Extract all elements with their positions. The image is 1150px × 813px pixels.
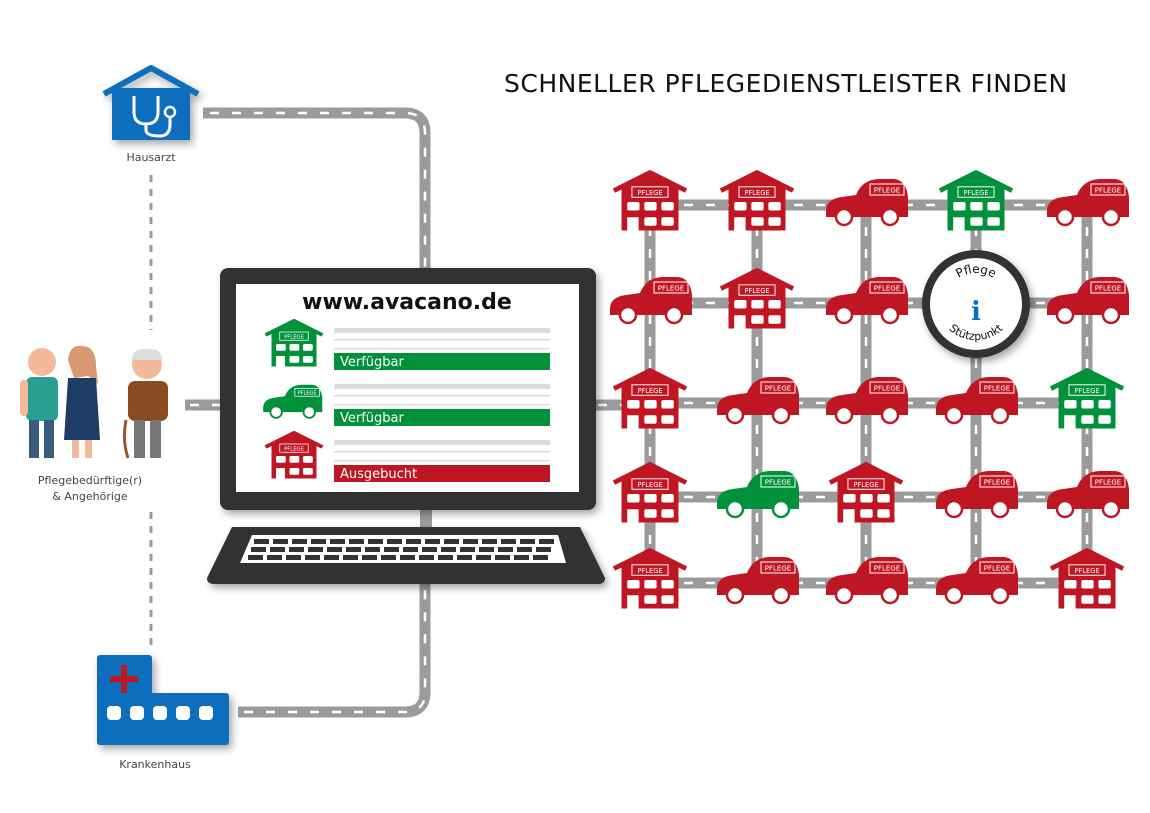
care-house-icon: PFLEGE (612, 368, 688, 429)
availability-bar (334, 409, 550, 426)
care-car-icon: PFLEGE (1047, 179, 1129, 227)
availability-bar (334, 465, 550, 482)
search-result-entry[interactable]: PFLEGE Verfügbar (263, 384, 550, 426)
care-house-icon: PFLEGE (264, 430, 324, 479)
care-car-icon: PFLEGE (717, 377, 799, 425)
care-car-icon: PFLEGE (936, 377, 1018, 425)
plate-label: PFLEGE (984, 479, 1010, 487)
people-icon (20, 345, 168, 459)
plate-label: PFLEGE (637, 567, 662, 575)
plate-label: PFLEGE (1095, 187, 1121, 195)
hausarzt-label: Hausarzt (126, 151, 176, 164)
care-car-icon: PFLEGE (936, 471, 1018, 519)
plate-label: PFLEGE (984, 565, 1010, 573)
left-roads (149, 107, 640, 718)
plate-label: PFLEGE (284, 446, 304, 452)
plate-label: PFLEGE (744, 189, 769, 197)
badge-bottom-label: Stützpunkt (947, 321, 1006, 343)
info-icon: i (971, 297, 981, 327)
care-car-icon: PFLEGE (717, 471, 799, 519)
patient-label-line2: & Angehörige (52, 490, 128, 503)
care-house-icon: PFLEGE (1049, 368, 1125, 429)
plate-label: PFLEGE (874, 565, 900, 573)
plate-label: PFLEGE (637, 387, 662, 395)
availability-status: Verfügbar (340, 411, 405, 426)
laptop: www.avacano.de PFLEGEVerfügbarPFLEGEVerf… (207, 268, 605, 584)
care-house-icon: PFLEGE (938, 170, 1014, 231)
plate-label: PFLEGE (765, 479, 791, 487)
plate-label: PFLEGE (284, 334, 304, 340)
care-car-icon: PFLEGE (263, 384, 323, 419)
care-house-icon: PFLEGE (612, 548, 688, 609)
care-house-icon: PFLEGE (719, 170, 795, 231)
plate-label: PFLEGE (744, 287, 769, 295)
krankenhaus-icon (97, 655, 229, 745)
care-car-icon: PFLEGE (936, 557, 1018, 605)
badge-top-label: Pflege (953, 262, 998, 281)
plate-label: PFLEGE (1095, 285, 1121, 293)
care-house-icon: PFLEGE (1049, 548, 1125, 609)
plate-label: PFLEGE (298, 390, 317, 396)
plate-label: PFLEGE (1074, 387, 1099, 395)
care-house-icon: PFLEGE (264, 318, 324, 367)
care-car-icon: PFLEGE (1047, 277, 1129, 325)
hausarzt-icon (102, 65, 200, 140)
page-title: SCHNELLER PFLEGEDIENSTLEISTER FINDEN (504, 69, 1068, 98)
provider-grid: PFLEGE PFLEGE PFLEGE PFLEGE PFLEGE PFLEGE PFLE… (610, 170, 1129, 609)
plate-label: PFLEGE (658, 285, 684, 293)
care-car-icon: PFLEGE (717, 557, 799, 605)
plate-label: PFLEGE (1074, 567, 1099, 575)
care-car-icon: PFLEGE (826, 377, 908, 425)
plate-label: PFLEGE (984, 385, 1010, 393)
plate-label: PFLEGE (765, 385, 791, 393)
plate-label: PFLEGE (853, 481, 878, 489)
care-car-icon: PFLEGE (826, 277, 908, 325)
care-car-icon: PFLEGE (826, 557, 908, 605)
plate-label: PFLEGE (637, 481, 662, 489)
plate-label: PFLEGE (963, 189, 988, 197)
care-car-icon: PFLEGE (1047, 471, 1129, 519)
plate-label: PFLEGE (765, 565, 791, 573)
care-car-icon: PFLEGE (610, 277, 692, 325)
plate-label: PFLEGE (874, 385, 900, 393)
svg-text:Stützpunkt: Stützpunkt (947, 321, 1006, 343)
search-result-entry[interactable]: PFLEGE Ausgebucht (264, 430, 551, 482)
care-house-icon: PFLEGE (612, 170, 688, 231)
availability-bar (334, 353, 550, 370)
website-url[interactable]: www.avacano.de (302, 290, 512, 315)
care-house-icon: PFLEGE (719, 268, 795, 329)
plate-label: PFLEGE (637, 189, 662, 197)
plate-label: PFLEGE (1095, 479, 1121, 487)
availability-status: Verfügbar (340, 355, 405, 370)
krankenhaus-label: Krankenhaus (119, 758, 191, 771)
search-result-entry[interactable]: PFLEGE Verfügbar (264, 318, 551, 370)
care-house-icon: PFLEGE (828, 462, 904, 523)
care-house-icon: PFLEGE (612, 462, 688, 523)
svg-text:Pflege: Pflege (953, 262, 998, 281)
plate-label: PFLEGE (874, 187, 900, 195)
patient-label-line1: Pflegebedürftige(r) (38, 474, 142, 487)
availability-status: Ausgebucht (340, 467, 417, 482)
care-car-icon: PFLEGE (826, 179, 908, 227)
plate-label: PFLEGE (874, 285, 900, 293)
